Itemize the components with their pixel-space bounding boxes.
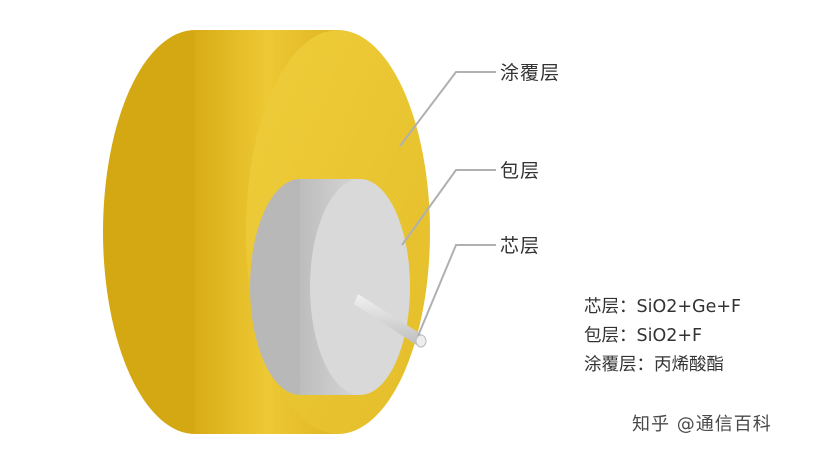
legend-row-coating: 涂覆层：丙烯酸酯	[584, 351, 741, 380]
legend-core-name: 芯层	[584, 297, 619, 317]
cladding-label: 包层	[500, 160, 541, 182]
legend-coating-name: 涂覆层	[584, 355, 637, 375]
zhihu-watermark: 知乎 @通信百科	[632, 414, 772, 435]
legend-row-core: 芯层：SiO2+Ge+F	[584, 293, 741, 322]
legend-row-cladding: 包层：SiO2+F	[584, 322, 741, 351]
core-rod	[354, 294, 427, 348]
cladding-leader-line	[401, 169, 496, 246]
legend-coating-separator: ：	[636, 355, 655, 375]
legend-cladding-name: 包层	[584, 326, 619, 346]
coating-leader-line	[399, 71, 496, 147]
legend-core-separator: ：	[619, 297, 637, 317]
material-legend: 芯层：SiO2+Ge+F 包层：SiO2+F 涂覆层：丙烯酸酯	[584, 293, 741, 380]
legend-coating-material: 丙烯酸酯	[654, 355, 724, 375]
core-label: 芯层	[500, 235, 541, 257]
legend-cladding-material: SiO2+F	[636, 326, 703, 346]
cladding-layer	[250, 179, 410, 395]
core-leader-line	[417, 244, 496, 337]
leader-lines	[399, 71, 496, 337]
legend-cladding-separator: ：	[619, 326, 637, 346]
coating-label: 涂覆层	[500, 62, 561, 84]
legend-core-material: SiO2+Ge+F	[636, 297, 742, 317]
